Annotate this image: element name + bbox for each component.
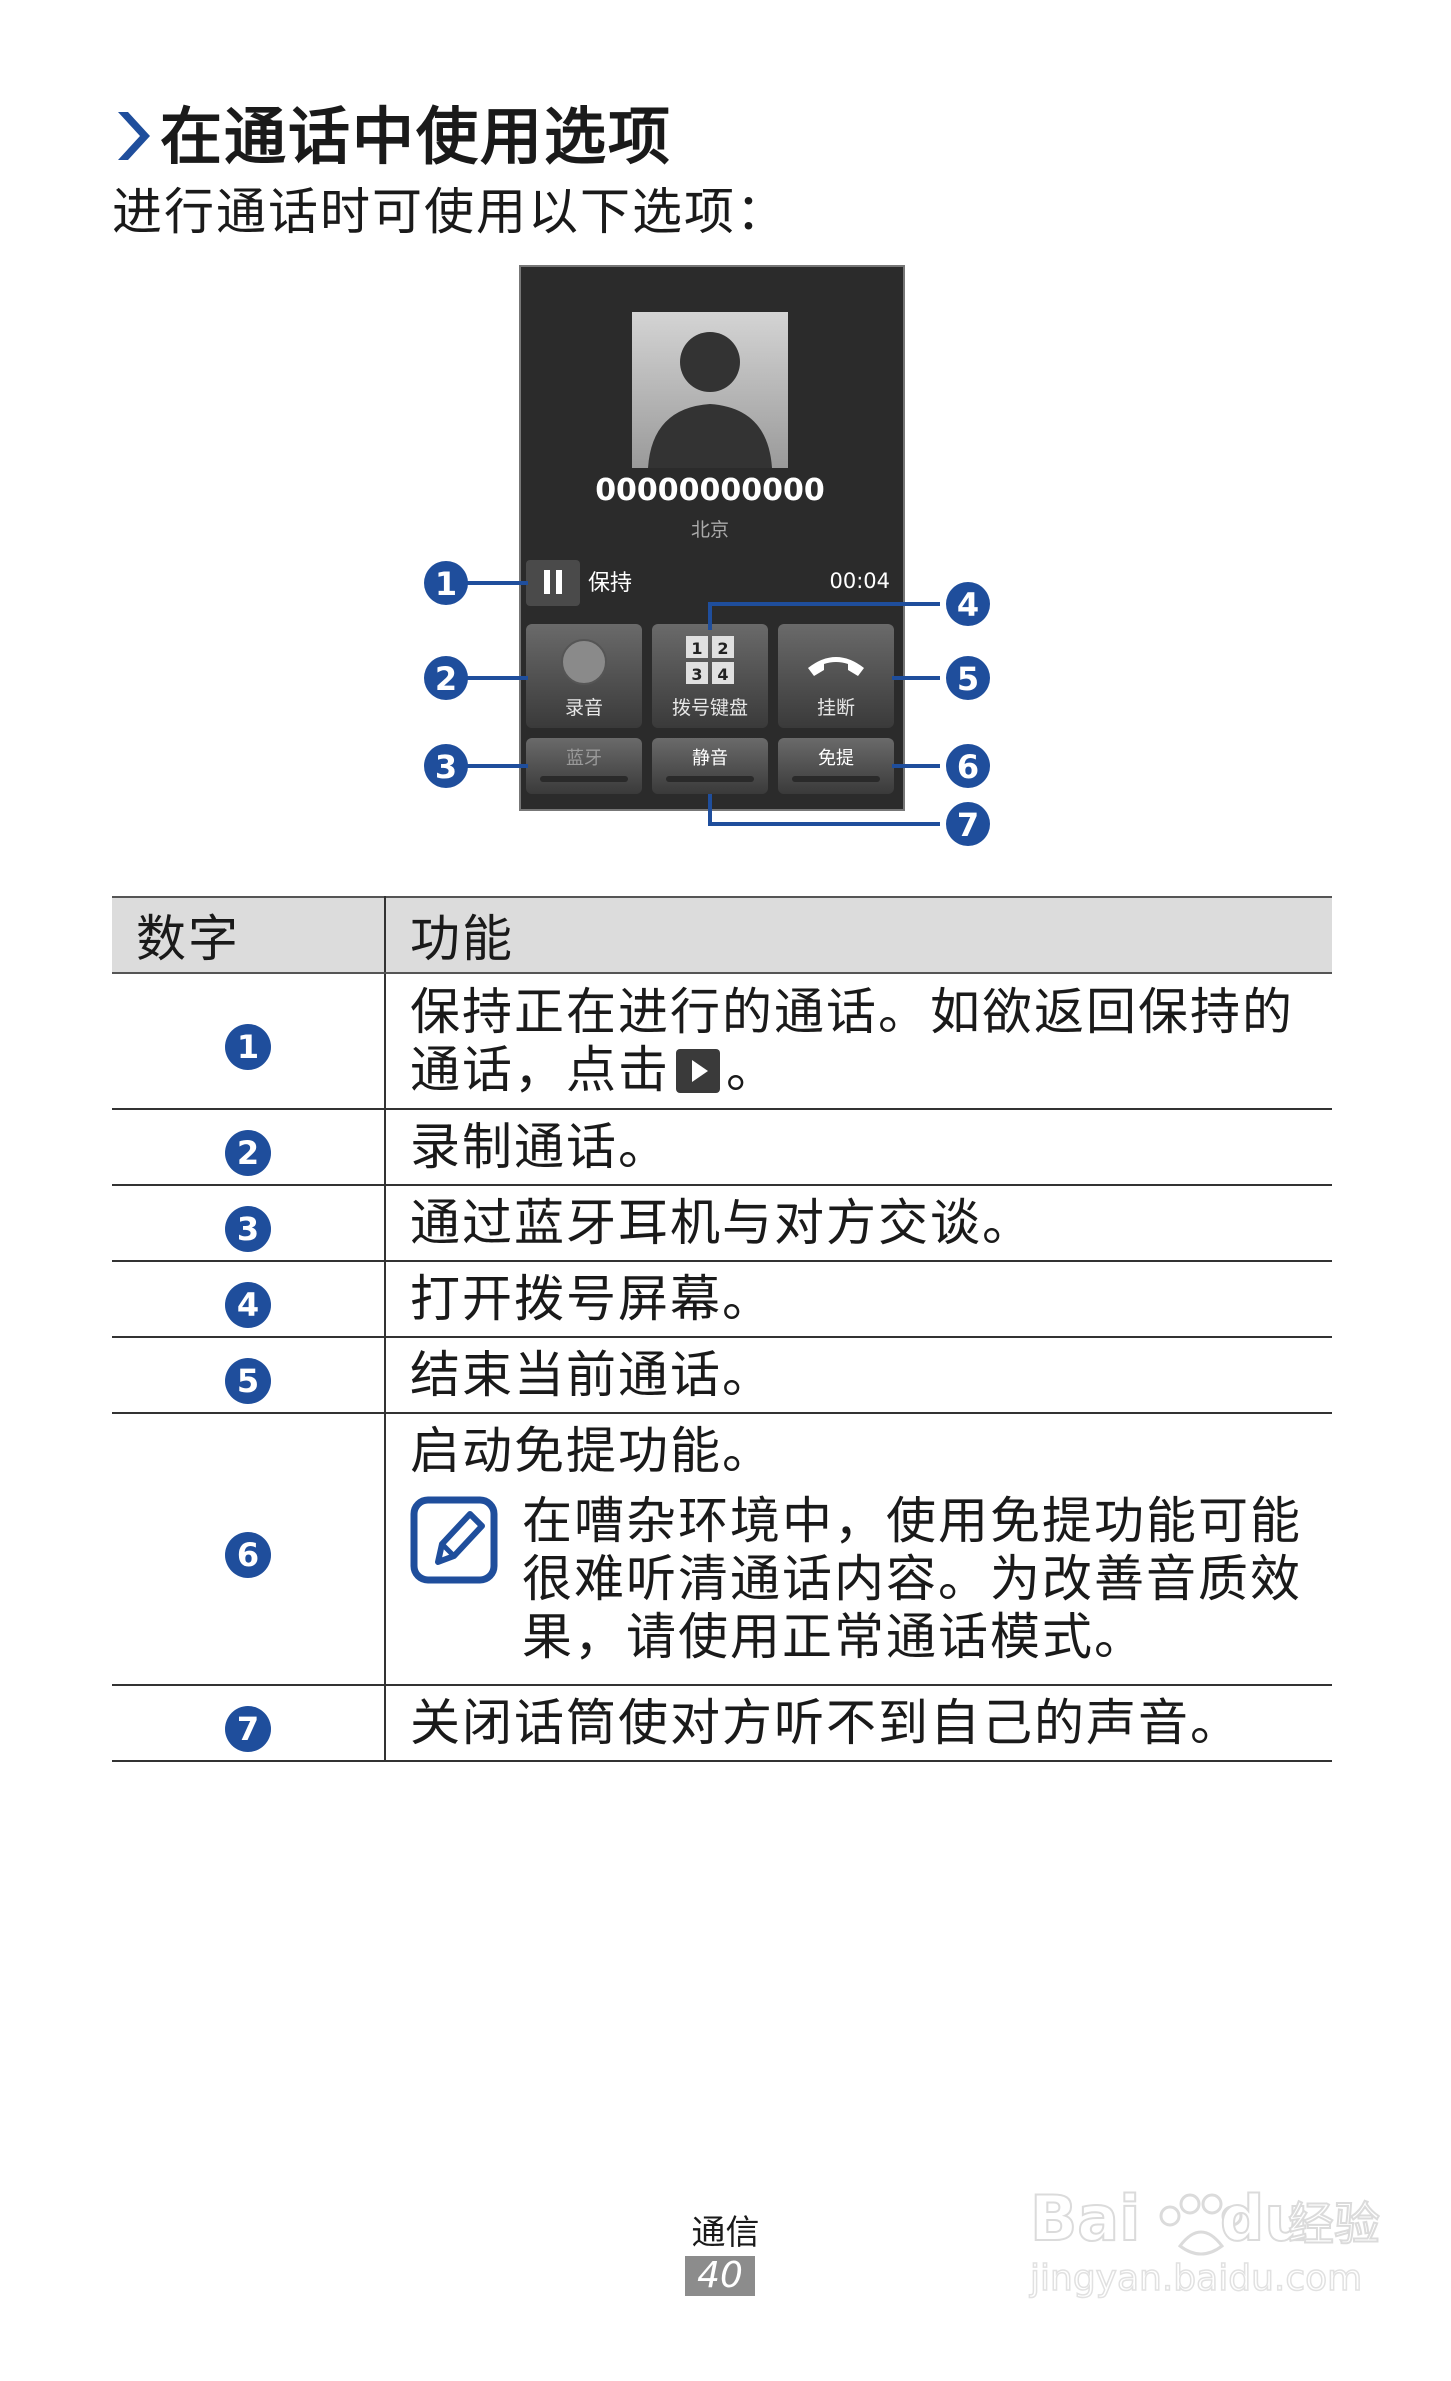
svg-text:2: 2 bbox=[435, 660, 457, 698]
speaker-button[interactable]: 免提 bbox=[778, 738, 894, 794]
record-button[interactable]: 录音 bbox=[526, 624, 642, 728]
table-row: 4 打开拨号屏幕。 bbox=[112, 1261, 1332, 1338]
row-function-text: 录制通话。 bbox=[410, 1118, 670, 1176]
row-function-text: 打开拨号屏幕。 bbox=[410, 1270, 774, 1328]
watermark-brand: Bai bbox=[1030, 2182, 1140, 2255]
bluetooth-label: 蓝牙 bbox=[566, 748, 602, 769]
svg-text:3: 3 bbox=[435, 748, 457, 786]
header-function: 功能 bbox=[385, 896, 1332, 974]
header-number: 数字 bbox=[112, 896, 386, 974]
baidu-jingyan-watermark: Bai du 经验 jingyan.baidu.com bbox=[1028, 2181, 1380, 2300]
hang-up-icon bbox=[808, 657, 864, 676]
end-call-label: 挂断 bbox=[817, 697, 855, 719]
table-row: 5 结束当前通话。 bbox=[112, 1337, 1332, 1414]
mute-label: 静音 bbox=[692, 748, 728, 769]
watermark-url: jingyan.baidu.com bbox=[1029, 2258, 1362, 2299]
svg-text:6: 6 bbox=[957, 748, 979, 786]
svg-text:1: 1 bbox=[691, 639, 702, 658]
keypad-button[interactable]: 1 2 3 4 拨号键盘 bbox=[652, 624, 768, 728]
caller-location: 北京 bbox=[691, 519, 729, 541]
svg-text:3: 3 bbox=[691, 665, 702, 684]
footer-section-name: 通信 bbox=[691, 2213, 760, 2253]
note-block: 在嘈杂环境中，使用免提功能可能很难听清通话内容。为改善音质效果，请使用正常通话模… bbox=[410, 1488, 1332, 1684]
mute-button[interactable]: 静音 bbox=[652, 738, 768, 794]
row-number-badge: 6 bbox=[225, 1532, 271, 1578]
row-function-text: 通过蓝牙耳机与对方交谈。 bbox=[410, 1194, 1034, 1252]
callout-6: 6 bbox=[946, 744, 990, 788]
phone-call-screen-figure: 00000000000 北京 保持 00:04 录音 1 2 3 4 拨号键盘 … bbox=[424, 265, 990, 846]
svg-text:4: 4 bbox=[717, 665, 728, 684]
watermark-brand2: du bbox=[1220, 2182, 1309, 2255]
play-icon bbox=[676, 1049, 720, 1093]
paw-icon bbox=[1159, 2193, 1243, 2256]
callout-1: 1 bbox=[424, 561, 468, 605]
table-header-row: 数字 功能 bbox=[112, 896, 1332, 974]
intro-text: 进行通话时可使用以下选项： bbox=[112, 183, 788, 241]
keypad-icon: 1 2 3 4 bbox=[686, 636, 734, 684]
svg-text:4: 4 bbox=[957, 586, 979, 624]
caller-number: 00000000000 bbox=[595, 473, 825, 508]
hold-button[interactable] bbox=[526, 560, 580, 606]
function-table: 数字 功能 1 保持正在进行的通话。如欲返回保持的通话，点击。 2 录制通话。 … bbox=[112, 896, 1332, 1762]
row-number-badge: 7 bbox=[225, 1706, 271, 1752]
call-timer: 00:04 bbox=[829, 569, 890, 593]
keypad-label: 拨号键盘 bbox=[672, 697, 748, 719]
bluetooth-button[interactable]: 蓝牙 bbox=[526, 738, 642, 794]
callout-5: 5 bbox=[946, 656, 990, 700]
table-row: 2 录制通话。 bbox=[112, 1109, 1332, 1186]
table-row: 7 关闭话筒使对方听不到自己的声音。 bbox=[112, 1685, 1332, 1762]
end-call-button[interactable]: 挂断 bbox=[778, 624, 894, 728]
row-number-badge: 4 bbox=[225, 1282, 271, 1328]
svg-text:7: 7 bbox=[957, 806, 979, 844]
section-title: 在通话中使用选项 bbox=[160, 100, 673, 173]
watermark-suffix: 经验 bbox=[1288, 2197, 1380, 2251]
callout-3: 3 bbox=[424, 744, 468, 788]
callout-4: 4 bbox=[946, 582, 990, 626]
contact-photo bbox=[632, 312, 788, 468]
svg-text:2: 2 bbox=[717, 639, 728, 658]
note-text: 在嘈杂环境中，使用免提功能可能很难听清通话内容。为改善音质效果，请使用正常通话模… bbox=[522, 1492, 1302, 1666]
row-function-text: 结束当前通话。 bbox=[410, 1346, 774, 1404]
section-chevron-icon bbox=[118, 112, 150, 160]
row-function-text: 保持正在进行的通话。如欲返回保持的通话，点击。 bbox=[410, 983, 1294, 1099]
row-function-text: 关闭话筒使对方听不到自己的声音。 bbox=[410, 1694, 1242, 1752]
table-row: 1 保持正在进行的通话。如欲返回保持的通话，点击。 bbox=[112, 973, 1332, 1110]
row-function-text: 启动免提功能。 bbox=[410, 1422, 774, 1480]
row-number-badge: 5 bbox=[225, 1358, 271, 1404]
speaker-label: 免提 bbox=[818, 748, 854, 769]
callout-2: 2 bbox=[424, 656, 468, 700]
hold-label: 保持 bbox=[588, 571, 632, 596]
row-number-badge: 2 bbox=[225, 1130, 271, 1176]
record-label: 录音 bbox=[565, 697, 603, 719]
table-row: 3 通过蓝牙耳机与对方交谈。 bbox=[112, 1185, 1332, 1262]
callout-7: 7 bbox=[946, 802, 990, 846]
svg-text:1: 1 bbox=[435, 565, 457, 603]
page-number: 40 bbox=[685, 2256, 755, 2296]
callout-lines bbox=[466, 581, 940, 826]
table-row: 6 启动免提功能。 在嘈杂环境中，使用免提功能可能很难听清通话内容。为改善音质效… bbox=[112, 1413, 1332, 1686]
svg-text:5: 5 bbox=[957, 660, 979, 698]
row-number-badge: 1 bbox=[225, 1024, 271, 1070]
note-pencil-icon bbox=[410, 1496, 498, 1584]
row-number-badge: 3 bbox=[225, 1206, 271, 1252]
